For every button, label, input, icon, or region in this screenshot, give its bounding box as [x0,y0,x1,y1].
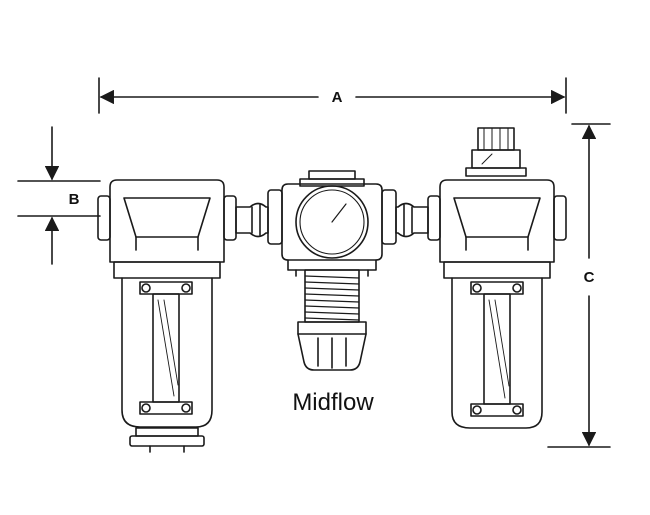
right-connector [395,202,429,238]
dimension-a-label: A [332,89,343,106]
dimension-c-label: C [584,269,595,286]
diagram-caption: Midflow [292,389,374,416]
regulator-unit [267,170,397,371]
left-connector [235,202,269,238]
dimension-b [17,126,101,265]
dimension-b-label: B [69,191,80,208]
filter-unit [97,179,237,453]
lubricator-unit [427,127,567,429]
gauge-icon [295,185,369,259]
dimension-a [98,77,567,114]
dimension-c [547,123,611,448]
